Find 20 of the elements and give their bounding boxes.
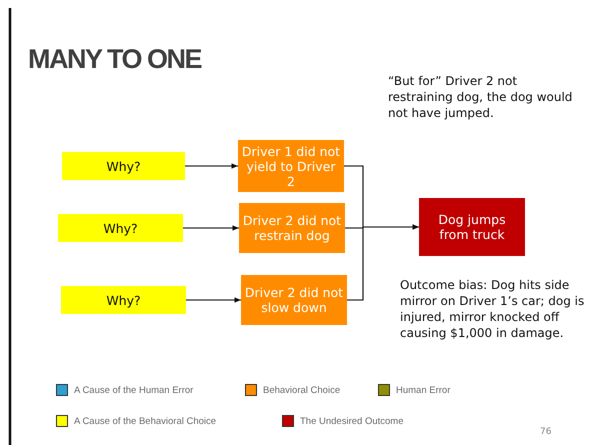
arrow: [347, 224, 419, 301]
arrow: [183, 225, 239, 231]
outcome-box: Dog jumps from truck: [419, 198, 525, 256]
question-box: Why?: [62, 152, 185, 180]
note-text: “But for” Driver 2 not restraining dog, the dog would not have jumped.: [388, 73, 574, 121]
legend-text: Behavioral Choice: [263, 384, 340, 396]
legend-text: The Undesired Outcome: [300, 416, 404, 426]
note-text: Outcome bias: Dog hits side mirror on Driver 1’s car; dog is injured, mirror knocked off causing $1,000 in damage.: [400, 277, 585, 341]
question-box: Why?: [58, 214, 183, 242]
question-box: Why?: [61, 286, 186, 314]
legend-text: Human Error: [396, 384, 450, 396]
page-number: 76: [540, 426, 552, 439]
legend-text: A Cause of the Behavioral Choice: [74, 416, 216, 426]
arrow: [185, 163, 238, 169]
arrow: [186, 297, 241, 303]
slide-title: MANY TO ONE: [28, 44, 202, 75]
choice-box: Driver 1 did not yield to Driver 2: [238, 140, 344, 192]
choice-box: Driver 2 did not slow down: [241, 275, 347, 325]
legend-text: A Cause of the Human Error: [74, 384, 194, 396]
choice-box: Driver 2 did not restrain dog: [239, 203, 345, 253]
